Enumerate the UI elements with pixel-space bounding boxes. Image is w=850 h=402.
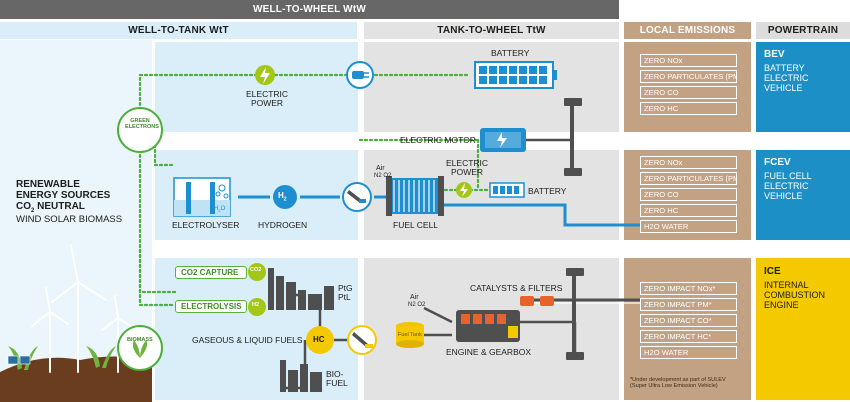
co2-capture-pill: CO2 CAPTURE xyxy=(175,266,247,279)
sources-line3: CO2 NEUTRAL xyxy=(16,201,85,214)
biomass-label: BIOMASS xyxy=(127,337,153,343)
emission-ice-4: ZERO IMPACT HC* xyxy=(640,330,737,343)
fuel-cell-label: FUEL CELL xyxy=(393,220,439,230)
battery-mid-icon xyxy=(489,182,525,198)
powertrain-panel-bev xyxy=(756,42,850,132)
electric-power-icon xyxy=(255,65,275,85)
emission-bev-4: ZERO HC xyxy=(640,102,737,115)
h2-small-badge: H2 xyxy=(252,302,260,308)
fuel-nozzle-icon xyxy=(347,325,377,355)
n2o2-fc-label: N2 O2 xyxy=(374,173,392,179)
gaseous-liquid-label: GASEOUS & LIQUID FUELS xyxy=(192,335,303,345)
electrolyser-label: ELECTROLYSER xyxy=(172,220,240,230)
fuel-tank-label: Fuel Tank xyxy=(398,332,422,338)
wtt-header: WELL-TO-TANK WtT xyxy=(0,22,357,39)
emission-bev-1: ZERO NOx xyxy=(640,54,737,67)
engine-gearbox-icon xyxy=(456,310,520,342)
emissions-panel-bev xyxy=(624,42,751,132)
electrolysis-pill: ELECTROLYSIS xyxy=(175,300,247,313)
ice-axle-icon xyxy=(566,268,584,360)
air-fc-label: Air xyxy=(376,165,385,172)
local-emissions-header: LOCAL EMISSIONS xyxy=(624,22,751,39)
powertrain-fcev-title: FCEV xyxy=(764,157,791,168)
hc-badge: HC xyxy=(313,335,325,344)
catalysts-filters-icon xyxy=(520,296,554,306)
battery-top-label: BATTERY xyxy=(491,48,530,58)
powertrain-ice-title: ICE xyxy=(764,266,781,277)
sources-line4: WIND SOLAR BIOMASS xyxy=(16,214,123,225)
emission-ice-2: ZERO IMPACT PM* xyxy=(640,298,737,311)
emission-bev-3: ZERO CO xyxy=(640,86,737,99)
wtw-header: WELL-TO-WHEEL WtW xyxy=(0,0,619,19)
powertrain-bev-title: BEV xyxy=(764,49,785,60)
electric-motor-label: ELECTRIC MOTOR xyxy=(400,135,476,145)
fuel-cell-icon xyxy=(386,176,444,216)
h2-badge: H2 xyxy=(278,191,287,203)
ptg-ptl-plant-icon xyxy=(268,268,334,310)
powertrain-panel-fcev xyxy=(756,150,850,240)
emission-fcev-2: ZERO PARTICULATES (PM) xyxy=(640,172,737,185)
emissions-panel-fcev xyxy=(624,150,751,240)
hydrogen-nozzle-icon xyxy=(342,182,372,212)
powertrain-panel-ice xyxy=(756,258,850,400)
emission-fcev-5: H2O WATER xyxy=(640,220,737,233)
engine-gearbox-label: ENGINE & GEARBOX xyxy=(446,347,532,357)
emissions-footnote: *Under development as part of SULEV(Supe… xyxy=(630,377,726,389)
hydrogen-label: HYDROGEN xyxy=(258,220,308,230)
emission-fcev-4: ZERO HC xyxy=(640,204,737,217)
charger-plug-icon xyxy=(346,61,374,89)
sources-line1: RENEWABLE xyxy=(16,179,80,190)
emissions-panel-ice xyxy=(624,258,751,400)
emission-ice-3: ZERO IMPACT CO* xyxy=(640,314,737,327)
emission-bev-2: ZERO PARTICULATES (PM) xyxy=(640,70,737,83)
biofuel-label: BIO-FUEL xyxy=(326,369,348,388)
electric-power-mid-icon xyxy=(456,182,472,198)
biofuel-plant-icon xyxy=(280,360,322,392)
powertrain-header: POWERTRAIN xyxy=(756,22,850,39)
emission-ice-5: H2O WATER xyxy=(640,346,737,359)
electrolyser-h2o-label: H2O xyxy=(214,206,226,214)
fuel-tank-icon xyxy=(396,322,424,348)
air-ice-label: Air xyxy=(410,294,419,301)
n2o2-ice-label: N2 O2 xyxy=(408,302,426,308)
emission-ice-1: ZERO IMPACT NOx* xyxy=(640,282,737,295)
bev-axle-icon xyxy=(564,98,582,176)
sources-line2: ENERGY SOURCES xyxy=(16,190,111,201)
landscape-illustration xyxy=(0,244,152,402)
catalysts-label: CATALYSTS & FILTERS xyxy=(470,283,563,293)
co2-badge: CO2 xyxy=(250,267,262,273)
wtt-row-bev xyxy=(155,42,358,132)
battery-mid-label: BATTERY xyxy=(528,186,567,196)
electrolyser-icon xyxy=(173,177,231,217)
emission-fcev-3: ZERO CO xyxy=(640,188,737,201)
emission-fcev-1: ZERO NOx xyxy=(640,156,737,169)
ttw-header: TANK-TO-WHEEL TtW xyxy=(364,22,619,39)
battery-icon xyxy=(474,61,557,89)
electric-motor-icon xyxy=(480,128,570,152)
